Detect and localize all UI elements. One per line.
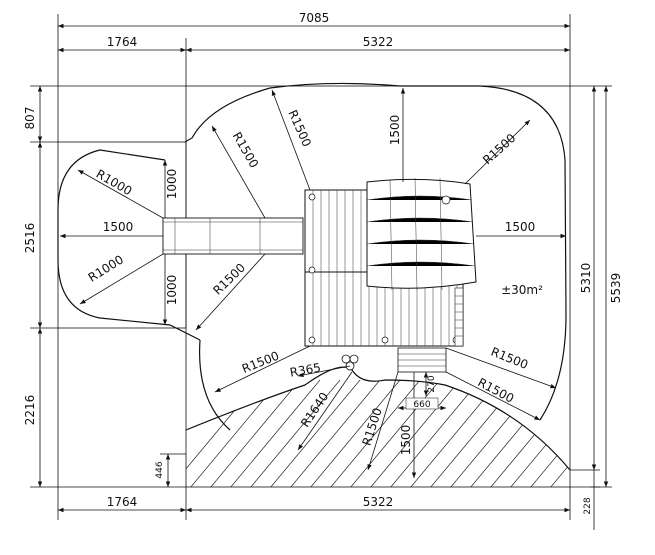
r1500-c: R1500 [480,131,518,167]
area-label: ±30m² [501,283,543,297]
d1000-upper: 1000 [165,169,179,200]
dim-right-outer: 5539 [609,273,623,304]
entry-steps [341,347,447,373]
slide [162,217,304,255]
r1500-g: R1500 [489,345,530,373]
hatched-zone-border [185,366,571,471]
dim-left-small: 446 [155,461,165,478]
d1000-lower: 1000 [165,275,179,306]
side-ladder [454,287,464,347]
dim-top-left: 1764 [107,35,138,49]
dim-left-bottom: 2216 [23,395,37,426]
dim-bottom-right: 5322 [363,495,394,509]
d1500-bottom: 1500 [399,425,413,456]
dim-left-mid: 2516 [23,223,37,254]
d1500-left: 1500 [103,220,134,234]
d270: 270 [427,375,437,392]
safety-zone-outline [57,82,567,431]
r1500-e: R1500 [240,349,281,377]
d660: 660 [413,400,430,410]
r365: R365 [289,360,322,379]
d1500-top: 1500 [388,115,402,146]
dim-bottom-left: 1764 [107,495,138,509]
dim-right-small: 228 [583,497,593,514]
dim-top-total: 7085 [299,11,330,25]
r1640: R1640 [298,390,331,430]
roof [366,177,477,291]
dim-top-right: 5322 [363,35,394,49]
dim-left-top: 807 [23,107,37,130]
r1500-h: R1500 [475,375,516,406]
d1500-right: 1500 [505,220,536,234]
dim-right-inner: 5310 [579,263,593,294]
r1500-b: R1500 [285,108,314,149]
